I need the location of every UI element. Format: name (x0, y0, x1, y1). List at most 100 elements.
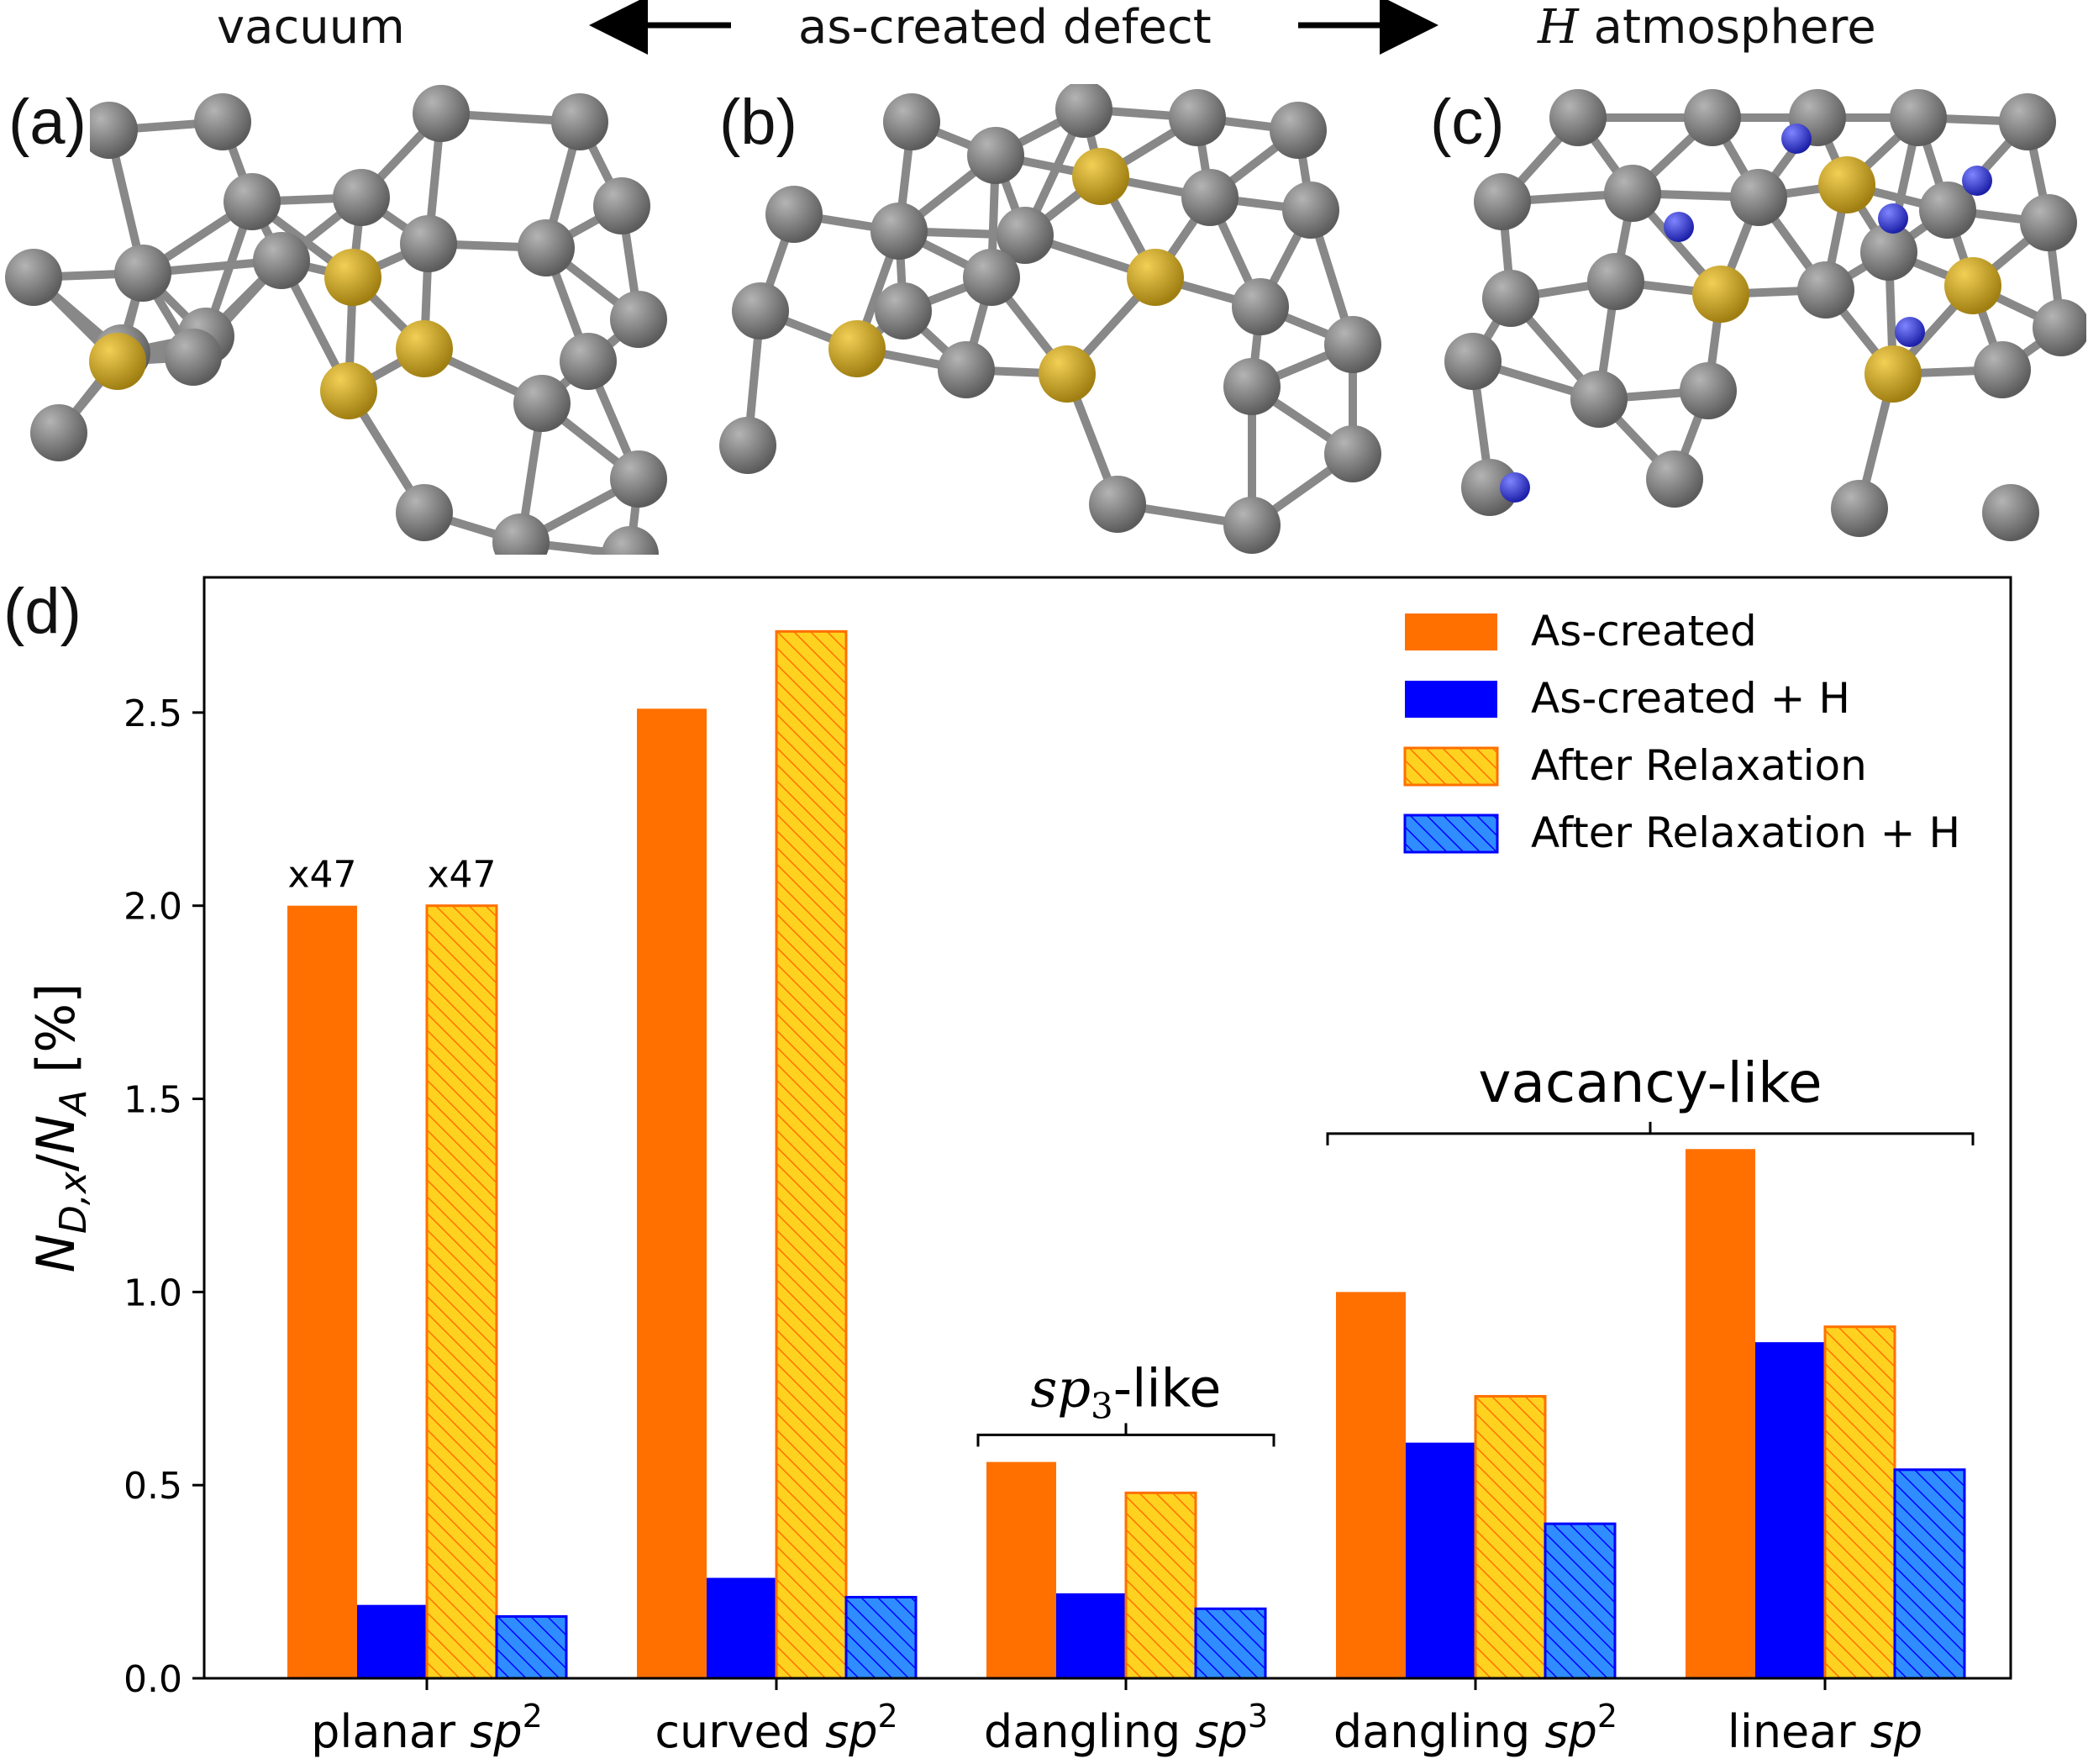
bar-as-created-1 (637, 708, 707, 1678)
bar-annotation-label: x47 (287, 854, 356, 897)
carbon-atom (1999, 93, 2056, 150)
carbon-atom (1223, 358, 1281, 415)
defect-atom (1864, 345, 1922, 403)
carbon-atom (870, 203, 928, 260)
defect-atom (1692, 266, 1749, 323)
carbon-atom (1684, 89, 1741, 146)
hydrogen-atom (1664, 212, 1694, 242)
carbon-atom (1587, 253, 1644, 310)
x-tick-label: curved sp2 (655, 1698, 897, 1758)
hydrogen-atom (1878, 203, 1908, 234)
carbon-atom (560, 333, 617, 390)
atoms (1444, 89, 2086, 541)
bar-after-relaxation-4 (1823, 1325, 1896, 1680)
defect-atom (1818, 156, 1875, 213)
structure-panel-b (719, 84, 1381, 554)
carbon-atom (1890, 89, 1947, 146)
defect-atom (396, 320, 453, 377)
carbon-atom (1270, 102, 1327, 159)
bar-after-relaxation-h-2 (1194, 1607, 1267, 1680)
carbon-atom (551, 93, 608, 150)
carbon-atom (938, 341, 995, 398)
legend-swatch (1405, 681, 1497, 718)
carbon-atom (1055, 84, 1112, 138)
x-tick-label: linear sp (1728, 1705, 1922, 1758)
carbon-atom (492, 513, 550, 555)
carbon-atom (224, 173, 281, 230)
bar-after-relaxation-h-3 (1544, 1522, 1617, 1680)
defect-atom (324, 249, 381, 306)
carbon-atom (165, 329, 222, 386)
bar-as-created-3 (1336, 1292, 1406, 1678)
carbon-atom (967, 127, 1024, 184)
carbon-atom (719, 417, 776, 474)
carbon-atom (1797, 261, 1854, 319)
bar-after-relaxation-0 (425, 904, 498, 1680)
bar-after-relaxation-3 (1474, 1394, 1547, 1680)
hydrogen-atom (1500, 472, 1530, 503)
y-tick-label: 2.5 (124, 692, 182, 735)
legend-label: After Relaxation (1531, 741, 1867, 790)
h-atmosphere-label: H atmosphere (1538, 0, 1876, 55)
carbon-atom (1570, 371, 1628, 428)
carbon-atom (963, 249, 1020, 306)
carbon-atom (1181, 169, 1239, 226)
carbon-atom (1232, 278, 1289, 335)
bar-as-created-0 (287, 905, 357, 1678)
y-tick-label: 1.5 (124, 1079, 182, 1122)
bar-as-created-h-2 (1056, 1593, 1126, 1678)
header-arrows (589, 0, 1438, 55)
bar-as-created-h-1 (707, 1577, 776, 1678)
carbon-atom (883, 93, 940, 150)
carbon-atom (1831, 480, 1888, 537)
carbon-atom (1604, 165, 1661, 222)
x-tick-label: planar sp2 (311, 1698, 543, 1758)
as-created-defect-label: as-created defect (798, 0, 1212, 55)
y-tick-label: 0.5 (124, 1465, 182, 1508)
carbon-atom (610, 291, 667, 348)
bar-after-relaxation-h-0 (495, 1614, 568, 1680)
defect-atom (1072, 148, 1129, 205)
defect-atom (1944, 257, 2001, 314)
carbon-atom (333, 169, 390, 226)
defect-atom (89, 333, 146, 390)
carbon-atom (1089, 476, 1146, 533)
carbon-atom (1223, 497, 1281, 554)
carbon-atom (1680, 362, 1737, 419)
legend-swatch (1403, 814, 1499, 854)
carbon-atom (1324, 425, 1381, 482)
carbon-atom (1860, 224, 1917, 281)
bars-group (287, 629, 1966, 1680)
bar-as-created-h-3 (1406, 1442, 1475, 1678)
legend-label: As-created + H (1531, 674, 1850, 723)
carbon-atom (1169, 89, 1226, 146)
carbon-atom (396, 484, 453, 541)
carbon-atom (1474, 173, 1531, 230)
carbon-atom (400, 215, 457, 272)
panel-label-c: (c) (1427, 91, 1508, 155)
hydrogen-atom (1895, 317, 1925, 347)
legend-label: As-created (1531, 607, 1757, 656)
carbon-atom (593, 177, 650, 234)
bar-as-created-h-4 (1755, 1342, 1825, 1678)
hydrogen-atom (1781, 124, 1812, 154)
x-tick-label: dangling sp3 (984, 1698, 1268, 1758)
carbon-atom (1324, 316, 1381, 373)
carbon-atom (114, 245, 171, 302)
carbon-atom (2033, 299, 2086, 356)
bar-as-created-2 (986, 1461, 1056, 1678)
carbon-atom (875, 282, 932, 340)
carbon-atom (1919, 182, 1976, 239)
bar-after-relaxation-2 (1124, 1491, 1197, 1680)
hydrogen-atom (1962, 166, 1992, 196)
bar-after-relaxation-h-4 (1893, 1468, 1966, 1680)
structure-panel-c (1444, 89, 2086, 541)
bracket-line (976, 1423, 1275, 1447)
carbon-atom (194, 93, 251, 150)
carbon-atom (1482, 270, 1539, 327)
bar-as-created-4 (1686, 1149, 1755, 1678)
x-tick-label: dangling sp2 (1333, 1698, 1617, 1758)
carbon-atom (518, 219, 575, 276)
